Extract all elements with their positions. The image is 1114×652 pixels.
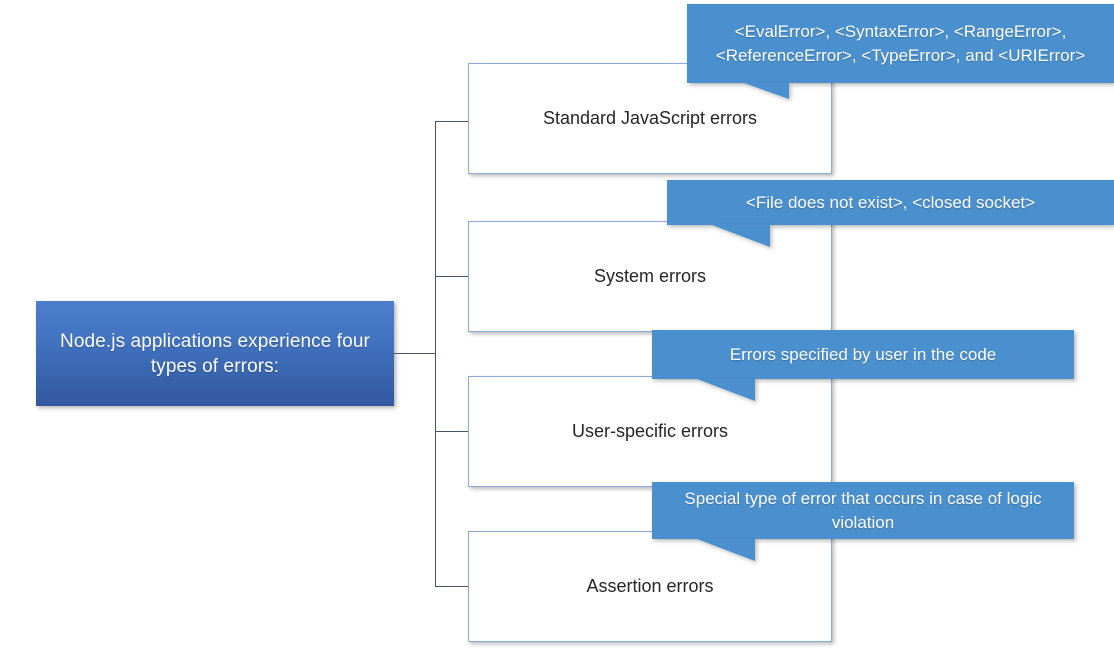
category-box-label: User-specific errors xyxy=(571,421,729,441)
callout-user-specific-errors[interactable]: Errors specified by user in the code xyxy=(652,330,1074,379)
root-node-label: Node.js applications experience four typ… xyxy=(60,330,370,377)
category-box-label: Assertion errors xyxy=(586,576,714,596)
connector-branch-2 xyxy=(435,276,469,277)
connector-root-stub xyxy=(394,353,436,354)
callout-tail-2 xyxy=(712,225,770,247)
root-node[interactable]: Node.js applications experience four typ… xyxy=(36,301,394,406)
callout-label: Special type of error that occurs in cas… xyxy=(684,488,1042,532)
connector-trunk xyxy=(435,121,436,587)
callout-tail-3 xyxy=(697,379,755,401)
callout-system-errors[interactable]: <File does not exist>, <closed socket> xyxy=(667,180,1114,225)
category-box-label: Standard JavaScript errors xyxy=(542,108,758,128)
callout-label: <File does not exist>, <closed socket> xyxy=(745,192,1036,212)
connector-branch-1 xyxy=(435,121,469,122)
callout-tail-4 xyxy=(697,539,755,561)
category-box-user-specific-errors[interactable]: User-specific errors xyxy=(468,376,832,487)
category-box-system-errors[interactable]: System errors xyxy=(468,221,832,332)
connector-branch-4 xyxy=(435,586,469,587)
category-box-label: System errors xyxy=(593,266,707,286)
callout-assertion-errors[interactable]: Special type of error that occurs in cas… xyxy=(652,482,1074,539)
callout-tail-1 xyxy=(744,83,789,99)
callout-label: Errors specified by user in the code xyxy=(729,344,997,364)
callout-label: <EvalError>, <SyntaxError>, <RangeError>… xyxy=(715,21,1086,65)
category-box-assertion-errors[interactable]: Assertion errors xyxy=(468,531,832,642)
connector-branch-3 xyxy=(435,431,469,432)
callout-standard-javascript-errors[interactable]: <EvalError>, <SyntaxError>, <RangeError>… xyxy=(687,4,1114,83)
